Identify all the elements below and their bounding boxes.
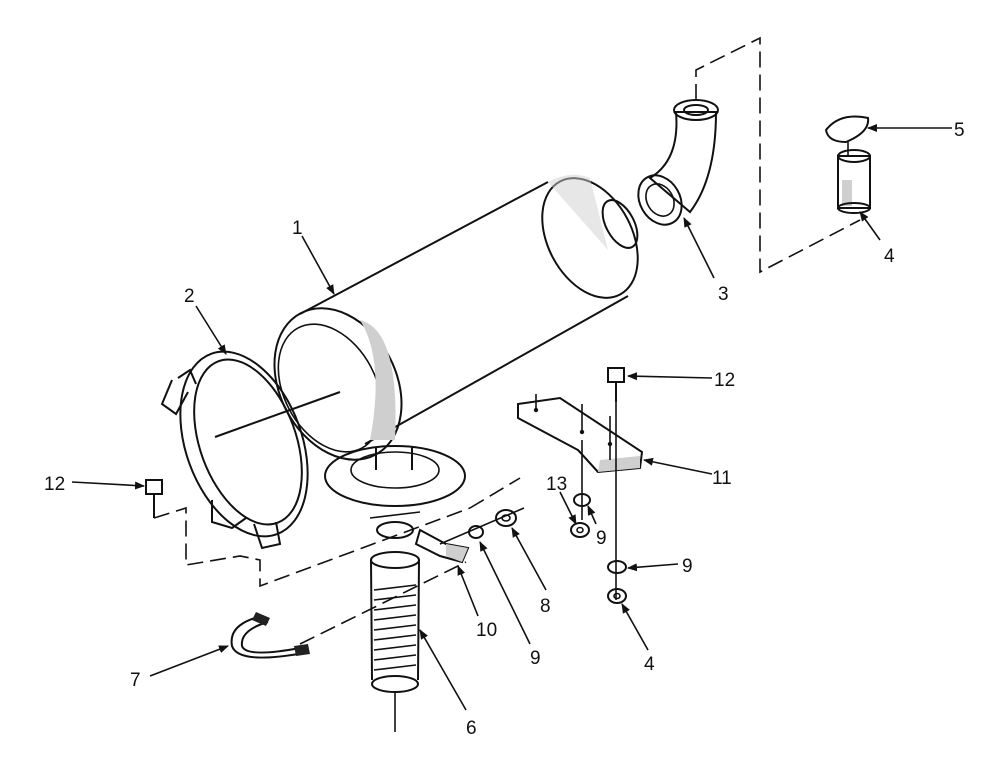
callout-7: 7 xyxy=(130,670,141,691)
callout-10: 10 xyxy=(476,620,497,641)
callout-9-middle: 9 xyxy=(596,528,607,549)
callout-2: 2 xyxy=(184,286,195,307)
tube-fitting xyxy=(837,149,871,214)
callout-12-left: 12 xyxy=(44,474,65,495)
callout-11: 11 xyxy=(712,468,732,489)
bolts xyxy=(145,367,625,518)
bracket xyxy=(414,528,470,564)
elbow-fitting xyxy=(637,99,719,226)
callout-9-right: 9 xyxy=(682,556,693,577)
cap xyxy=(824,115,870,156)
hose xyxy=(370,551,420,732)
air-cleaner-body xyxy=(273,174,639,461)
callout-8: 8 xyxy=(540,596,551,617)
clamp-band xyxy=(160,350,341,550)
air-cleaner-bowl xyxy=(324,445,466,539)
callout-9-left: 9 xyxy=(530,648,541,669)
hex-nuts xyxy=(570,522,627,604)
u-bolt xyxy=(230,612,310,659)
callout-labels: 1 2 3 4 5 6 7 8 9 10 11 12 12 13 9 9 4 xyxy=(44,120,965,739)
callout-1: 1 xyxy=(292,218,303,239)
callout-12-right: 12 xyxy=(714,370,735,391)
assembly-lines xyxy=(153,36,861,645)
callout-3: 3 xyxy=(718,284,729,305)
callout-5: 5 xyxy=(954,120,965,141)
callout-6: 6 xyxy=(466,718,477,739)
leader-lines xyxy=(71,124,952,711)
callout-13: 13 xyxy=(546,474,567,495)
callout-4-upper: 4 xyxy=(884,246,895,267)
callout-4-lower: 4 xyxy=(644,654,655,675)
mounting-bracket xyxy=(517,394,644,474)
